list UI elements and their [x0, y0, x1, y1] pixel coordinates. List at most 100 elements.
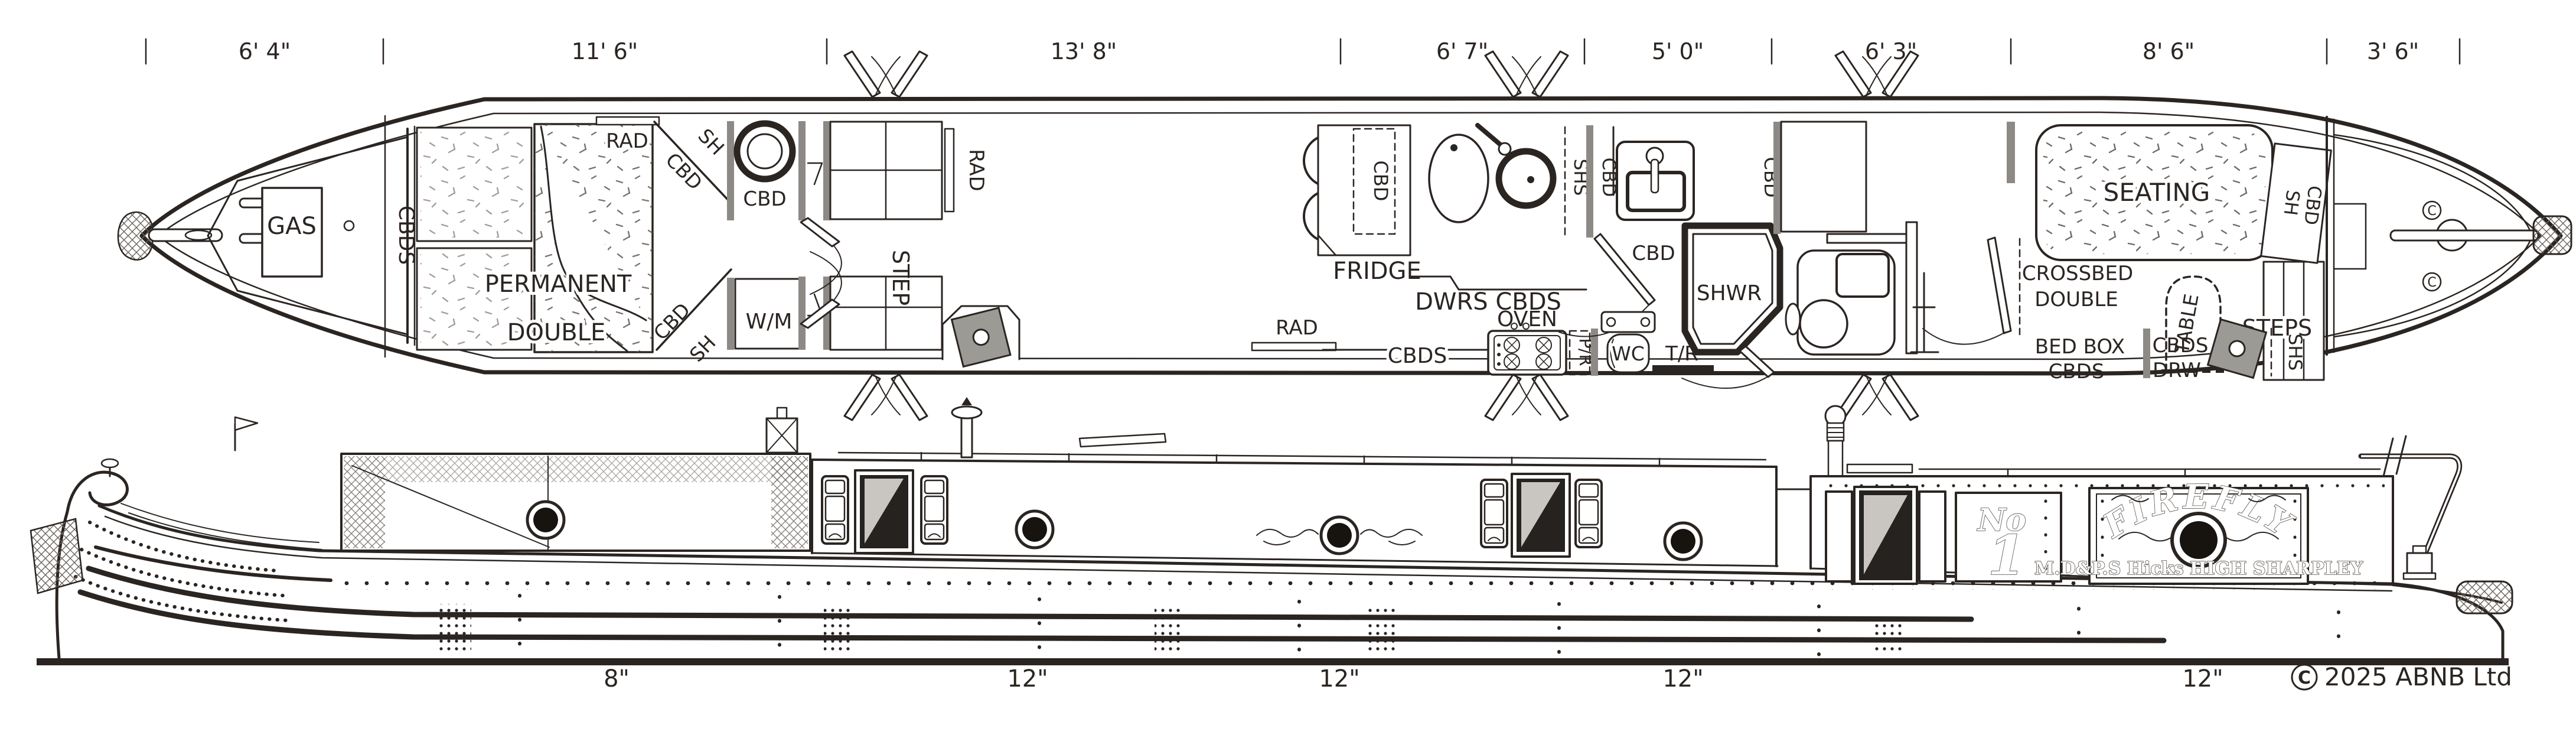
scrollwork [1256, 529, 1423, 545]
rad-label: RAD [606, 129, 648, 153]
bow-fender [30, 518, 84, 594]
bow-deck-edge [207, 136, 409, 336]
exhaust-stack-icon [1824, 405, 1847, 477]
door-leaf [1593, 233, 1656, 306]
galley: CBD FRIDGE DWRS CBDS SHS CBD OVEN CBDS P… [1317, 123, 1619, 376]
stern-cupboard: SH CBD [2260, 142, 2332, 264]
cbd-label: CBD [2300, 184, 2326, 226]
porthole [1016, 511, 1053, 548]
cabin-window [1480, 479, 1508, 548]
rad-label: RAD [1276, 316, 1318, 340]
door-leaf [1739, 345, 1775, 378]
copyright-icon [2291, 664, 2318, 691]
chimney-icon [765, 407, 798, 454]
dimension-label: 3' 6" [2367, 38, 2419, 64]
study-area: CBD [1760, 121, 1939, 356]
wash-basin [733, 120, 796, 183]
radiator [595, 116, 660, 126]
stern [2358, 435, 2513, 615]
cabin-door [1511, 473, 1571, 558]
cbd-label: CBD [661, 148, 707, 194]
side-hatch [1484, 50, 1569, 98]
cabin-window [1574, 479, 1603, 548]
steps-unit [2262, 261, 2325, 381]
bow-deck: GAS [117, 125, 416, 346]
draft-label: 12" [2182, 665, 2223, 693]
stove-icon [2206, 318, 2268, 379]
cabin-door [1853, 486, 1918, 585]
dwrs-cbds-label: DWRS CBDS [1415, 288, 1561, 316]
cabin-window [1918, 490, 1946, 583]
table-outline [2165, 275, 2222, 372]
door-leaf [800, 217, 840, 248]
shower-enclosure [1681, 222, 1783, 356]
rivet-row [331, 581, 2393, 590]
bathroom: CBD WC T/R SHWR [1558, 141, 1783, 389]
deck-ring-label: C [2427, 204, 2436, 219]
rad-label: RAD [964, 149, 988, 191]
door-leaf [800, 298, 840, 329]
fridge-unit [1317, 124, 1411, 256]
crossbed-label: CROSSBED [2022, 262, 2133, 285]
sink-basin [1428, 134, 1489, 223]
tap-icon [1475, 123, 1504, 148]
cbds-drw-label: CBDS [2153, 334, 2209, 357]
cratch-cover [120, 416, 811, 552]
draft-label: 12" [1007, 665, 1048, 693]
name-panel: FIREFLY M.D&P.S Hicks HIGH SHARPLEY [2034, 477, 2363, 585]
side-hatch [843, 50, 928, 98]
roof-rail [837, 451, 1767, 461]
copyright: C 2025 ABNB Ltd [2291, 662, 2512, 691]
roof-edge [811, 459, 1778, 468]
boat-number: 1 [1988, 524, 2026, 587]
step-lobby: RAD STEP [888, 128, 1020, 368]
door-swing-hook [807, 162, 823, 186]
radiator [1251, 342, 1337, 352]
tiller-bar [2389, 229, 2539, 242]
diagonal-wall [653, 121, 732, 204]
porthole [527, 502, 564, 538]
side-view: No 1 FIREFLY M.D&P.S Hicks HIGH SHARPLEY [30, 397, 2513, 665]
mushroom-vent-icon [951, 397, 983, 459]
crossbed-label: DOUBLE [2034, 288, 2118, 311]
lounge: SEATING CROSSBED DOUBLE TABLE STEPS SH C… [1922, 122, 2332, 383]
roof-plank [1078, 433, 1167, 448]
stern-fender [2456, 580, 2513, 615]
sink-round [1495, 148, 1557, 209]
duvet-fold [540, 125, 647, 321]
deck-drain [343, 220, 355, 232]
dimension-label: 5' 0" [1652, 38, 1704, 64]
vent-grille [1365, 609, 1396, 652]
gas-locker-label: GAS [267, 213, 317, 240]
cbd-label: CBD [649, 298, 694, 344]
porthole [1665, 523, 1701, 560]
bedbox-label: CBDS [2049, 360, 2105, 383]
side-hatch [1484, 373, 1569, 421]
wardrobe [1780, 121, 1867, 233]
dimension-label: 6' 4" [239, 38, 291, 64]
bedbox-label: BED BOX [2035, 335, 2125, 359]
hob-icon [1487, 323, 1567, 376]
bedroom: CBDS RAD PERMANENT DOUBLE SH CBD CBD SH [384, 115, 732, 366]
towel-rail [1652, 365, 1714, 372]
dimension-label: 8' 6" [2143, 38, 2195, 64]
roof-plank [1846, 463, 1913, 474]
dimension-label: 6' 7" [1436, 38, 1488, 64]
cabin-window [1825, 490, 1853, 583]
gas-locker [261, 187, 323, 278]
cabin-window [920, 475, 948, 545]
porthole [2180, 521, 2218, 559]
stern-deck: C C [2326, 116, 2572, 356]
owner-line: M.D&P.S Hicks HIGH SHARPLEY [2034, 558, 2363, 579]
wc-label: WC [1612, 342, 1645, 365]
cbds-drw-label: DRW [2153, 359, 2201, 382]
dimension-label: 13' 8" [1051, 38, 1117, 64]
cbd-label: CBD [1369, 161, 1392, 201]
cbd-label: CBD [1632, 242, 1675, 265]
footer: 8" 12" 12" 12" 12" C 2025 ABNB Ltd [604, 662, 2512, 693]
bow-fender [117, 211, 154, 261]
cbd-label: CBD [743, 187, 786, 211]
seating-label: SEATING [2104, 178, 2210, 207]
radiator [944, 128, 955, 213]
